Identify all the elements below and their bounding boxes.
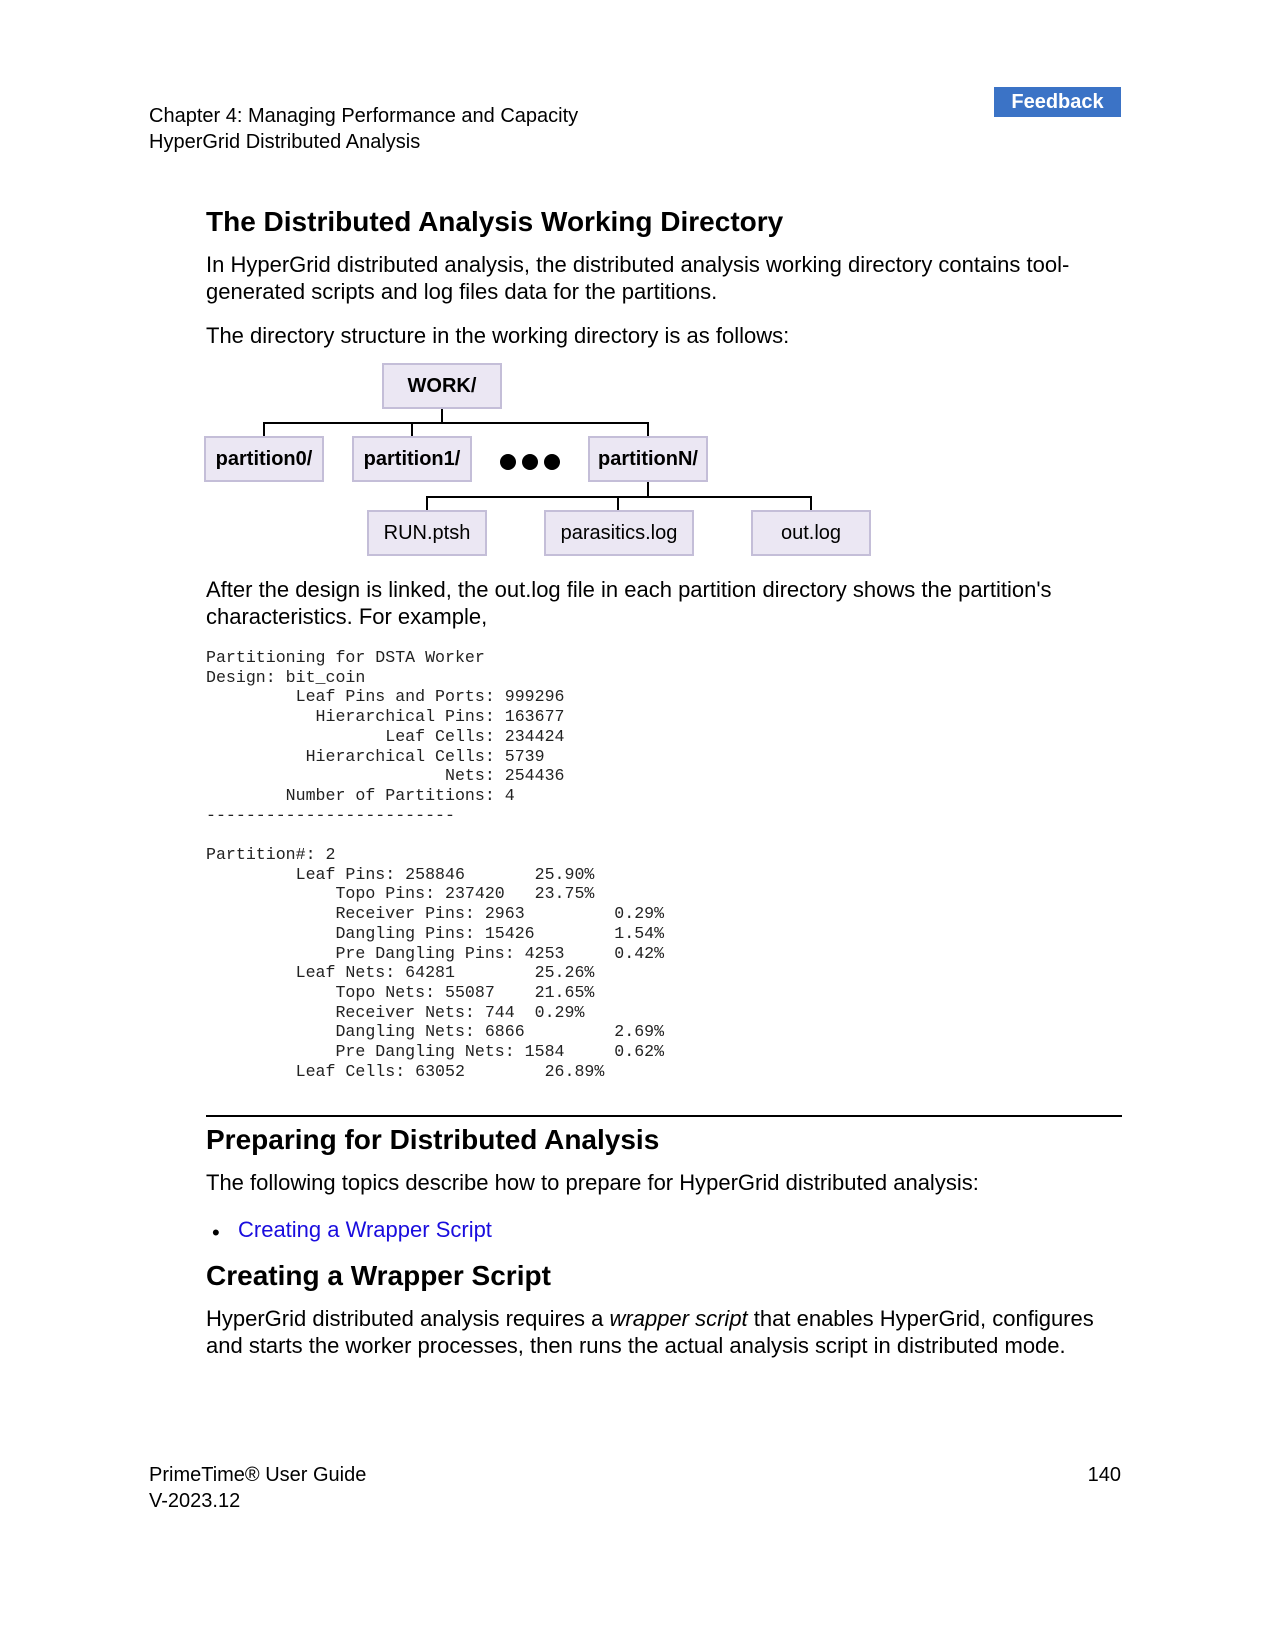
ellipsis-dot bbox=[544, 454, 560, 470]
connector-line bbox=[617, 496, 619, 510]
ellipsis-dot bbox=[500, 454, 516, 470]
connector-line bbox=[263, 422, 265, 436]
tree-node-out-log: out.log bbox=[751, 510, 871, 556]
connector-line bbox=[647, 482, 649, 497]
heading-preparing: Preparing for Distributed Analysis bbox=[206, 1124, 660, 1155]
ellipsis-dot bbox=[522, 454, 538, 470]
tree-node-run-ptsh: RUN.ptsh bbox=[367, 510, 487, 556]
connector-line bbox=[263, 422, 649, 424]
tree-node-parasitics-log: parasitics.log bbox=[544, 510, 694, 556]
intro-paragraph: In HyperGrid distributed analysis, the d… bbox=[206, 252, 1070, 304]
preparing-paragraph: The following topics describe how to pre… bbox=[206, 1170, 979, 1195]
structure-paragraph: The directory structure in the working d… bbox=[206, 323, 790, 348]
link-creating-wrapper-script[interactable]: Creating a Wrapper Script bbox=[238, 1217, 492, 1242]
connector-line bbox=[810, 496, 812, 510]
tree-node-partition1: partition1/ bbox=[352, 436, 472, 482]
heading-wrapper-script: Creating a Wrapper Script bbox=[206, 1260, 551, 1291]
bullet-marker: • bbox=[212, 1220, 220, 1245]
tree-node-partitionN: partitionN/ bbox=[588, 436, 708, 482]
section-divider bbox=[206, 1115, 1122, 1117]
tree-node-work: WORK/ bbox=[382, 363, 502, 409]
footer-version: V-2023.12 bbox=[149, 1490, 241, 1512]
heading-working-directory: The Distributed Analysis Working Directo… bbox=[206, 206, 784, 237]
page-number: 140 bbox=[1087, 1464, 1121, 1486]
text-segment: HyperGrid distributed analysis requires … bbox=[206, 1306, 610, 1331]
connector-line bbox=[647, 422, 649, 436]
text-segment: that enables HyperGrid, configures and s… bbox=[206, 1306, 1094, 1358]
out-log-code-block: Partitioning for DSTA Worker Design: bit… bbox=[206, 648, 665, 1081]
feedback-button[interactable]: Feedback bbox=[994, 87, 1121, 117]
chapter-title: Chapter 4: Managing Performance and Capa… bbox=[149, 105, 579, 127]
tree-node-partition0: partition0/ bbox=[204, 436, 324, 482]
connector-line bbox=[426, 496, 428, 510]
after-link-paragraph: After the design is linked, the out.log … bbox=[206, 577, 1052, 629]
italic-term: wrapper script bbox=[609, 1306, 748, 1331]
section-title: HyperGrid Distributed Analysis bbox=[149, 131, 421, 153]
wrapper-script-paragraph: HyperGrid distributed analysis requires … bbox=[206, 1305, 1116, 1359]
connector-line bbox=[441, 409, 443, 423]
connector-line bbox=[426, 496, 812, 498]
connector-line bbox=[411, 422, 413, 436]
footer-guide-title: PrimeTime® User Guide bbox=[149, 1464, 367, 1486]
